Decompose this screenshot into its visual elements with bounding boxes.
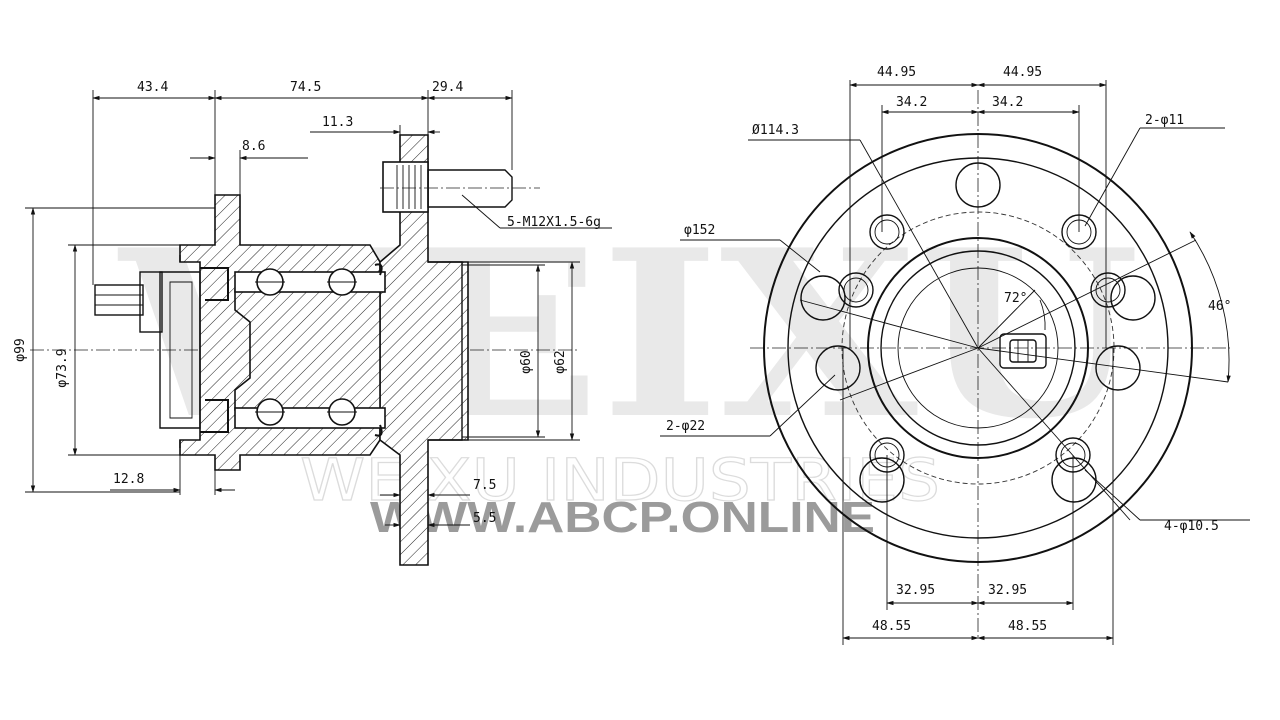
dim-29-4: 29.4 xyxy=(432,80,463,95)
dim-phi99: φ99 xyxy=(13,338,28,361)
dim-34-2-left: 34.2 xyxy=(896,95,927,110)
side-dimension-lines xyxy=(25,90,612,528)
front-top-dimension-lines xyxy=(849,80,1107,348)
stud-holes xyxy=(838,214,1126,473)
stud-hole xyxy=(869,214,905,250)
dim-5-5: 5.5 xyxy=(473,511,496,526)
hub-bore-circle xyxy=(880,250,1076,446)
dim-phi73-9: φ73.9 xyxy=(55,348,70,387)
dim-2-phi22: 2-φ22 xyxy=(666,419,705,434)
stud-callout: 5-M12X1.5-6g xyxy=(507,215,601,230)
end-cap xyxy=(159,271,201,429)
seal-bottom xyxy=(200,399,229,433)
stud-hole xyxy=(838,272,874,308)
hub-inner-circle xyxy=(897,267,1059,429)
abs-sensor-connector xyxy=(94,271,163,333)
dim-43-4: 43.4 xyxy=(137,80,168,95)
bearing-balls xyxy=(255,268,357,426)
dim-46-deg: 46° xyxy=(1208,299,1231,314)
dim-34-2-right: 34.2 xyxy=(992,95,1023,110)
hole-large xyxy=(955,162,1001,208)
bolt-pcd-circle xyxy=(841,211,1115,485)
dim-12-8: 12.8 xyxy=(113,472,144,487)
dim-phi152: φ152 xyxy=(684,223,715,238)
dim-4-phi10-5: 4-φ10.5 xyxy=(1164,519,1219,534)
hole-large xyxy=(1095,345,1141,391)
side-section-view: 43.4 74.5 29.4 11.3 8.6 12.8 7.5 5.5 5-M… xyxy=(13,80,612,566)
dim-phi62: φ62 xyxy=(553,350,568,373)
hole-large xyxy=(815,345,861,391)
side-dimension-labels: 43.4 74.5 29.4 11.3 8.6 12.8 7.5 5.5 5-M… xyxy=(13,80,601,526)
dim-32-95-left: 32.95 xyxy=(896,583,935,598)
watermark-site: WWW.ABCP.ONLINE xyxy=(370,493,875,542)
dim-32-95-right: 32.95 xyxy=(988,583,1027,598)
dim-phi60: φ60 xyxy=(519,350,534,373)
front-view: 44.95 44.95 34.2 34.2 Ø114.3 2-φ11 φ152 … xyxy=(660,65,1250,645)
dim-44-95-left: 44.95 xyxy=(877,65,916,80)
seal-top xyxy=(200,267,229,301)
dim-72-deg: 72° xyxy=(1004,291,1027,306)
dim-11-3: 11.3 xyxy=(322,115,353,130)
dim-pcd: Ø114.3 xyxy=(752,123,799,138)
lightening-holes xyxy=(800,162,1156,503)
hub-pilot xyxy=(428,261,463,441)
hole-large xyxy=(800,275,846,321)
dim-44-95-right: 44.95 xyxy=(1003,65,1042,80)
flange-inner-circle xyxy=(787,157,1169,539)
hole-large xyxy=(1110,275,1156,321)
stud-hole xyxy=(1090,272,1126,308)
dim-8-6: 8.6 xyxy=(242,139,265,154)
front-leader-lines xyxy=(660,127,1250,521)
front-bottom-dimension-lines xyxy=(842,348,1114,645)
dim-7-5: 7.5 xyxy=(473,478,496,493)
wheel-stud xyxy=(380,161,540,213)
dim-48-55-right: 48.55 xyxy=(1008,619,1047,634)
hole-large xyxy=(859,457,905,503)
hub-pilot-circle xyxy=(867,237,1089,459)
spindle xyxy=(234,289,381,411)
dim-74-5: 74.5 xyxy=(290,80,321,95)
dim-2-phi11: 2-φ11 xyxy=(1145,113,1184,128)
front-dimension-labels: 44.95 44.95 34.2 34.2 Ø114.3 2-φ11 φ152 … xyxy=(666,65,1231,634)
dim-48-55-left: 48.55 xyxy=(872,619,911,634)
